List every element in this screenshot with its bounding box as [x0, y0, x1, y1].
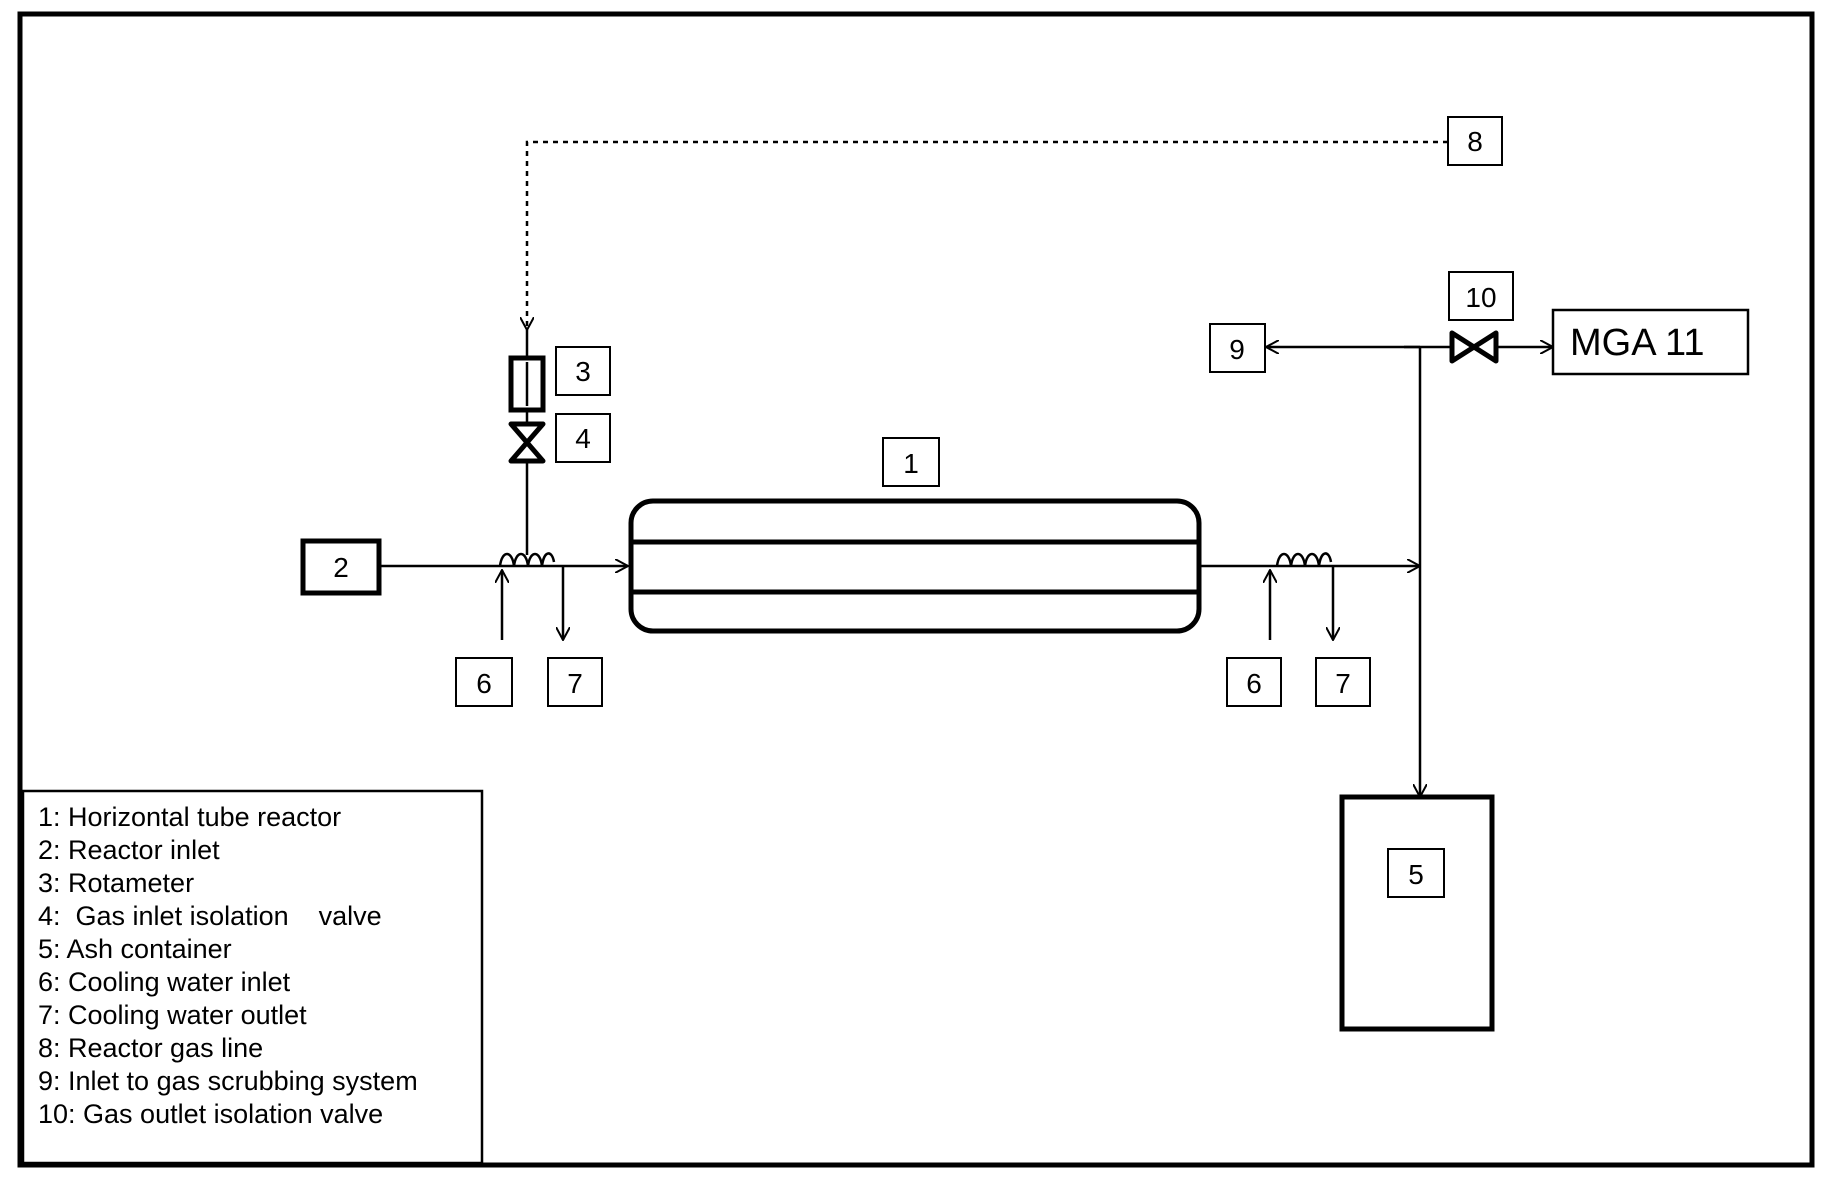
svg-text:2: 2	[333, 552, 349, 583]
legend-item: 8: Reactor gas line	[38, 1033, 263, 1063]
svg-text:6: 6	[476, 668, 492, 699]
legend-item: 10: Gas outlet isolation valve	[38, 1099, 383, 1129]
legend-item: 7: Cooling water outlet	[38, 1000, 307, 1030]
svg-text:4: 4	[575, 423, 591, 454]
gas-inlet-valve	[508, 421, 546, 464]
rotameter	[508, 355, 546, 413]
svg-text:5: 5	[1408, 859, 1424, 890]
gas-outlet-valve	[1449, 330, 1499, 364]
horizontal-tube-reactor	[628, 498, 1202, 634]
svg-text:10: 10	[1465, 282, 1496, 313]
ash-container	[1339, 794, 1495, 1032]
label-box-5: 5	[1387, 848, 1445, 898]
label-box-10: 10	[1448, 271, 1514, 321]
legend: 1: Horizontal tube reactor 2: Reactor in…	[21, 789, 484, 1165]
outer-frame	[17, 11, 1815, 1168]
svg-text:MGA 11: MGA 11	[1570, 322, 1704, 364]
reactor-gas-line-dashed	[527, 140, 1448, 330]
legend-item: 5: Ash container	[38, 934, 232, 964]
legend-item: 2: Reactor inlet	[38, 835, 220, 865]
left-cooling-coil	[498, 552, 556, 567]
svg-text:8: 8	[1467, 126, 1483, 157]
svg-text:7: 7	[1335, 668, 1351, 699]
svg-text:9: 9	[1229, 334, 1245, 365]
legend-item: 4: Gas inlet isolation valve	[38, 901, 382, 931]
label-box-4: 4	[555, 413, 611, 463]
label-box-6-right: 6	[1226, 657, 1282, 707]
svg-text:1: 1	[903, 448, 919, 479]
legend-item: 9: Inlet to gas scrubbing system	[38, 1066, 418, 1096]
label-box-6-left: 6	[455, 657, 513, 707]
legend-item: 1: Horizontal tube reactor	[38, 802, 341, 832]
legend-item: 3: Rotameter	[38, 868, 194, 898]
label-box-3: 3	[555, 346, 611, 396]
svg-text:7: 7	[567, 668, 583, 699]
svg-text:6: 6	[1246, 668, 1262, 699]
legend-item: 6: Cooling water inlet	[38, 967, 291, 997]
legend-box	[21, 789, 484, 1165]
svg-text:3: 3	[575, 356, 591, 387]
label-box-1: 1	[882, 437, 940, 487]
label-box-9: 9	[1209, 323, 1266, 373]
mga-analyzer-box: MGA 11	[1551, 308, 1750, 376]
label-box-8: 8	[1447, 116, 1503, 166]
label-box-7-left: 7	[547, 657, 603, 707]
right-cooling-coil	[1275, 552, 1333, 567]
label-box-7-right: 7	[1315, 657, 1371, 707]
reactor-inlet-box: 2	[300, 538, 382, 596]
